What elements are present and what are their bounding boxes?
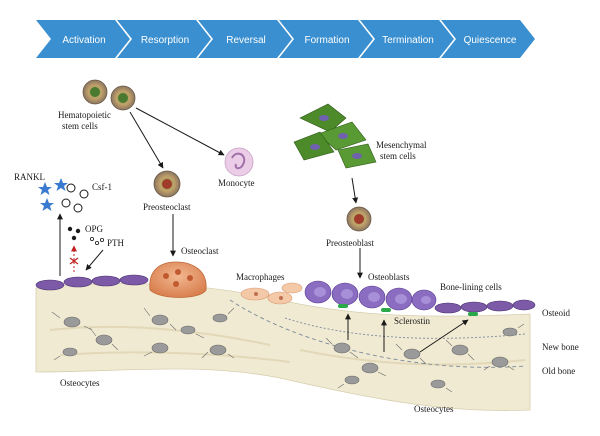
- arrow-msc-to-preosteoblast: [351, 177, 359, 204]
- mesenchymal-stem-cells: [293, 103, 377, 169]
- arrow-hsc-to-preosteoclast: [129, 111, 164, 169]
- chevron-quiescence: [441, 20, 535, 58]
- msc-label-line2: stem cells: [380, 151, 416, 161]
- bone-lining-label: Bone-lining cells: [440, 282, 502, 292]
- signal-molecules: [38, 178, 105, 245]
- osteocyte-cluster-right: [325, 323, 525, 393]
- csf1-circles: [61, 183, 89, 213]
- monocyte-cell: [224, 147, 254, 177]
- arrow-osteocyte-to-lining: [419, 319, 469, 353]
- chevron-formation: [279, 20, 373, 58]
- preosteoclast-cell: [153, 170, 181, 198]
- sclerostin-markers: [338, 304, 478, 316]
- lining-cells-right: [434, 299, 536, 314]
- osteocytes: [51, 307, 525, 393]
- chevron-resorption: [117, 20, 211, 58]
- osteoid-label: Osteoid: [542, 308, 570, 318]
- stage-label-activation: Activation: [62, 35, 105, 46]
- csf1-label: Csf-1: [92, 182, 112, 192]
- rankl-label: RANKL: [14, 172, 45, 182]
- monocyte-label: Monocyte: [218, 178, 255, 188]
- msc-label-line1: Mesenchymal: [376, 140, 427, 150]
- pth-dots: [90, 236, 105, 245]
- old-bone-label: Old bone: [542, 366, 575, 376]
- opg-inhibition: [69, 245, 79, 272]
- arrows: [57, 107, 469, 353]
- chevron-activation: [36, 20, 130, 58]
- stage-timeline: Activation Resorption Reversal Formation…: [36, 20, 535, 58]
- labels: Hematopoietic stem cells Monocyte Preost…: [14, 110, 579, 414]
- macrophage-cells: [240, 282, 303, 305]
- stage-label-formation: Formation: [304, 35, 349, 46]
- new-bone-label: New bone: [542, 342, 579, 352]
- arrow-pth-to-lining: [85, 249, 104, 271]
- osteoblast-row: [304, 280, 437, 311]
- opg-inhibition-cross: [69, 257, 79, 265]
- pth-label: PTH: [107, 238, 125, 248]
- rankl-stars: [38, 178, 68, 211]
- chevron-termination: [360, 20, 454, 58]
- macrophages-label: Macrophages: [236, 272, 285, 282]
- osteocytes-right-label: Osteocytes: [414, 404, 454, 414]
- stage-label-termination: Termination: [382, 35, 434, 46]
- osteocytes-left-label: Osteocytes: [60, 378, 100, 388]
- sclerostin-label: Sclerostin: [394, 316, 430, 326]
- stage-label-reversal: Reversal: [226, 35, 265, 46]
- lining-cells-left: [35, 274, 149, 291]
- opg-label: OPG: [85, 224, 104, 234]
- osteoblasts-label: Osteoblasts: [368, 272, 410, 282]
- osteoclast-label: Osteoclast: [181, 246, 219, 256]
- stage-label-resorption: Resorption: [141, 35, 189, 46]
- chevron-reversal: [198, 20, 292, 58]
- hematopoietic-stem-cells: [82, 79, 136, 111]
- preosteoblast-label: Preosteoblast: [326, 238, 374, 248]
- stage-label-quiescence: Quiescence: [464, 35, 517, 46]
- preosteoclast-label: Preosteoclast: [143, 202, 191, 212]
- osteocyte-cluster-left: [51, 307, 235, 361]
- opg-dots: [67, 226, 81, 241]
- preosteoblast-cell: [346, 206, 372, 232]
- osteoclast-cell: [149, 261, 207, 298]
- arrow-hsc-to-monocyte: [135, 107, 225, 156]
- hsc-label-line2: stem cells: [62, 121, 98, 131]
- hsc-label-line1: Hematopoietic: [58, 110, 111, 120]
